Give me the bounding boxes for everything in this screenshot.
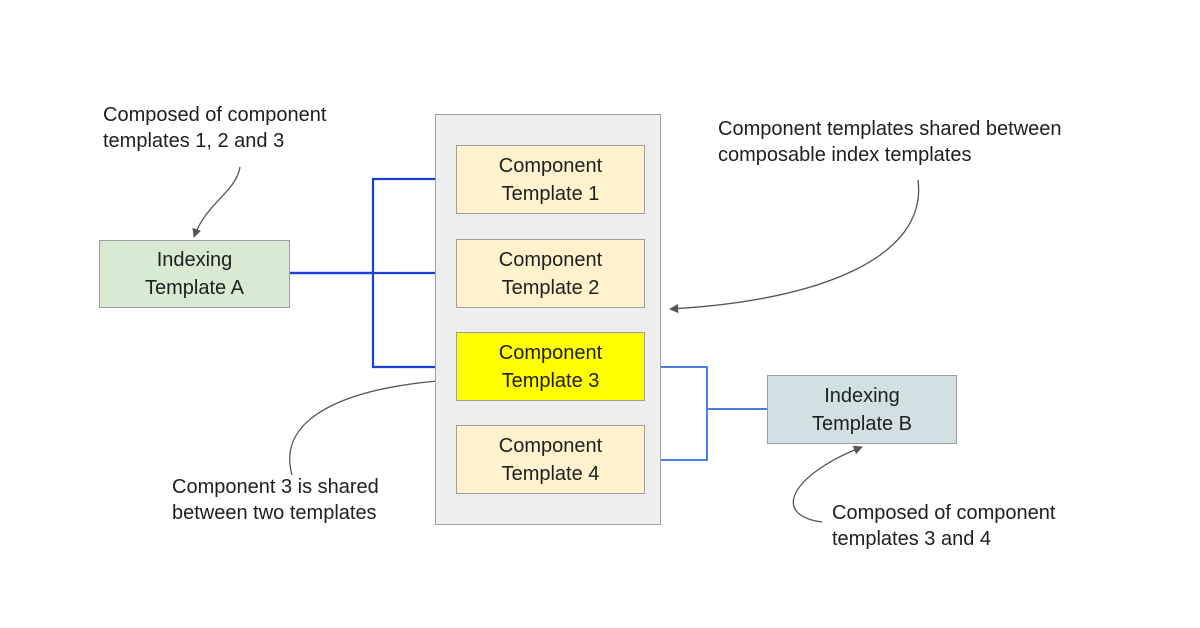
- indexing-template-b[interactable]: Indexing Template B: [767, 375, 957, 444]
- indexing-template-a[interactable]: Indexing Template A: [99, 240, 290, 308]
- note-component-3-shared-line-1: Component 3 is shared: [172, 476, 379, 498]
- connector-a-to-component-1: [290, 171, 456, 275]
- component-template-4-line-2: Template 4: [501, 462, 600, 485]
- indexing-template-a-line-1: Indexing: [156, 249, 233, 271]
- connector-a-to-component-3: [371, 273, 456, 375]
- connectors-template-a: [290, 171, 456, 375]
- connectors-template-b: [645, 366, 767, 461]
- component-template-3-line-2: Template 3: [501, 369, 600, 392]
- note-composed-a-line-1: Composed of component: [103, 104, 327, 126]
- note-shared-between: Component templates shared between compo…: [718, 116, 1062, 168]
- component-template-3[interactable]: Component Template 3: [456, 332, 645, 401]
- component-template-4[interactable]: Component Template 4: [456, 425, 645, 494]
- annotation-arrow-component-3: [289, 375, 453, 476]
- note-composed-a-line-2: templates 1, 2 and 3: [103, 130, 285, 152]
- component-template-2-line-1: Component: [498, 248, 603, 271]
- indexing-template-a-line-2: Template A: [145, 277, 244, 299]
- note-composed-b-line-2: templates 3 and 4: [832, 528, 991, 550]
- note-shared-between-line-2: composable index templates: [718, 144, 972, 166]
- component-template-2[interactable]: Component Template 2: [456, 239, 645, 308]
- note-composed-b-line-1: Composed of component: [832, 502, 1056, 524]
- component-template-1[interactable]: Component Template 1: [456, 145, 645, 214]
- annotation-arrow-shared-between: [669, 179, 920, 314]
- note-component-3-shared-line-2: between two templates: [172, 502, 377, 524]
- annotation-arrows: [192, 166, 920, 523]
- note-component-3-shared: Component 3 is shared between two templa…: [172, 474, 379, 526]
- component-template-1-line-2: Template 1: [501, 182, 600, 205]
- note-shared-between-line-1: Component templates shared between: [718, 118, 1062, 140]
- component-template-3-line-1: Component: [498, 341, 603, 364]
- annotation-arrow-composed-b: [792, 445, 863, 523]
- indexing-template-b-line-2: Template B: [811, 412, 913, 435]
- component-template-4-line-1: Component: [498, 434, 603, 457]
- indexing-template-b-line-1: Indexing: [824, 384, 900, 407]
- annotation-arrow-composed-a: [192, 166, 241, 238]
- component-template-2-line-2: Template 2: [501, 276, 600, 299]
- connector-b-to-component-3: [645, 366, 767, 410]
- component-template-1-line-1: Component: [498, 154, 603, 177]
- connector-b-to-component-4: [645, 409, 708, 461]
- note-composed-b: Composed of component templates 3 and 4: [832, 500, 1055, 552]
- note-composed-a: Composed of component templates 1, 2 and…: [103, 102, 326, 154]
